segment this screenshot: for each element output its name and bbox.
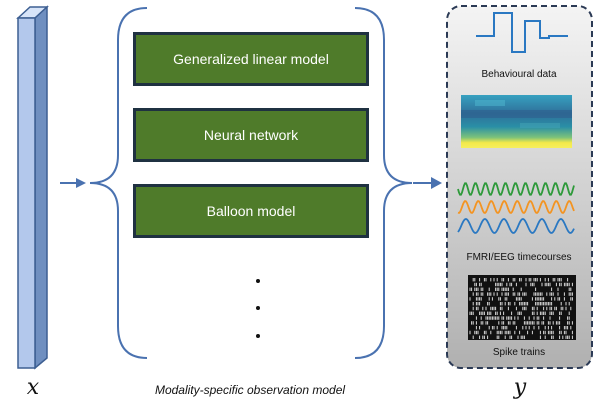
ellipsis-dot: [256, 306, 260, 310]
left-brace: [89, 7, 148, 359]
neural-network-model-box: Neural network: [133, 108, 369, 162]
spectrogram-image: [461, 95, 572, 148]
ellipsis-dot: [256, 334, 260, 338]
right-brace: [354, 7, 413, 359]
timecourse-waves: [457, 182, 575, 234]
behavioural-data-label: Behavioural data: [481, 69, 557, 80]
input-variable-label: x: [26, 375, 40, 400]
neural-network-model-label: Neural network: [203, 127, 299, 143]
ellipsis-dot: [256, 279, 260, 283]
timecourses-label: FMRI/EEG timecourses: [466, 252, 572, 263]
balloon-model-box: Balloon model: [133, 184, 369, 238]
observation-model-caption: Modality-specific observation model: [154, 383, 346, 397]
glm-model-label: Generalized linear model: [173, 51, 329, 67]
output-arrow: [413, 177, 442, 189]
output-variable-label: y: [513, 375, 527, 400]
input-vector-bar: [16, 5, 49, 370]
balloon-model-label: Balloon model: [206, 203, 296, 219]
behavioural-step-plot: [476, 12, 568, 53]
glm-model-box: Generalized linear model: [133, 32, 369, 86]
input-arrow: [60, 178, 86, 188]
spike-trains-label: Spike trains: [492, 347, 546, 358]
spike-raster: [468, 275, 576, 340]
